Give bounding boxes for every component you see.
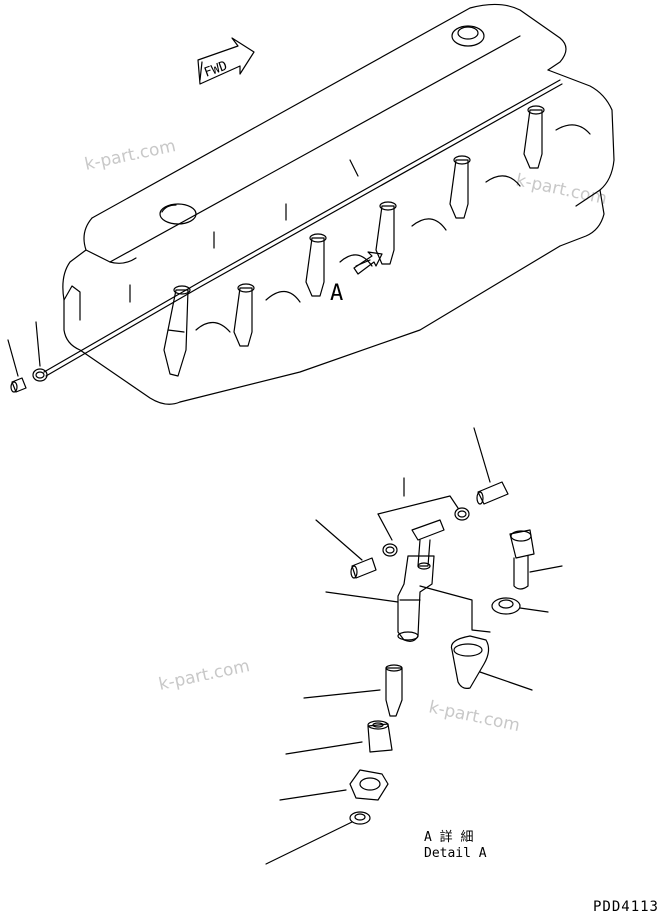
detail-a-caption: A 詳 細 Detail A <box>424 830 514 862</box>
watermark-mid-right: k-part.com <box>427 697 522 736</box>
view-a-arrow: A <box>330 251 383 306</box>
watermark-mid-left: k-part.com <box>157 656 252 695</box>
watermark-top-left: k-part.com <box>83 136 178 175</box>
view-marker-a: A <box>330 281 343 306</box>
pipe-end-parts <box>7 321 48 393</box>
detail-a-exploded-view <box>265 427 563 865</box>
forward-direction-arrow: FWD <box>197 37 255 85</box>
spill-tube <box>43 79 563 377</box>
cylinder-head-cover <box>62 3 615 405</box>
watermark-top-right: k-part.com <box>514 170 609 209</box>
drawing-number: PDD4113 <box>592 899 659 915</box>
installed-injectors <box>163 105 591 377</box>
detail-caption-jp: A 詳 細 <box>424 830 474 845</box>
detail-caption-en: Detail A <box>424 846 487 861</box>
fwd-label: FWD <box>202 59 229 81</box>
